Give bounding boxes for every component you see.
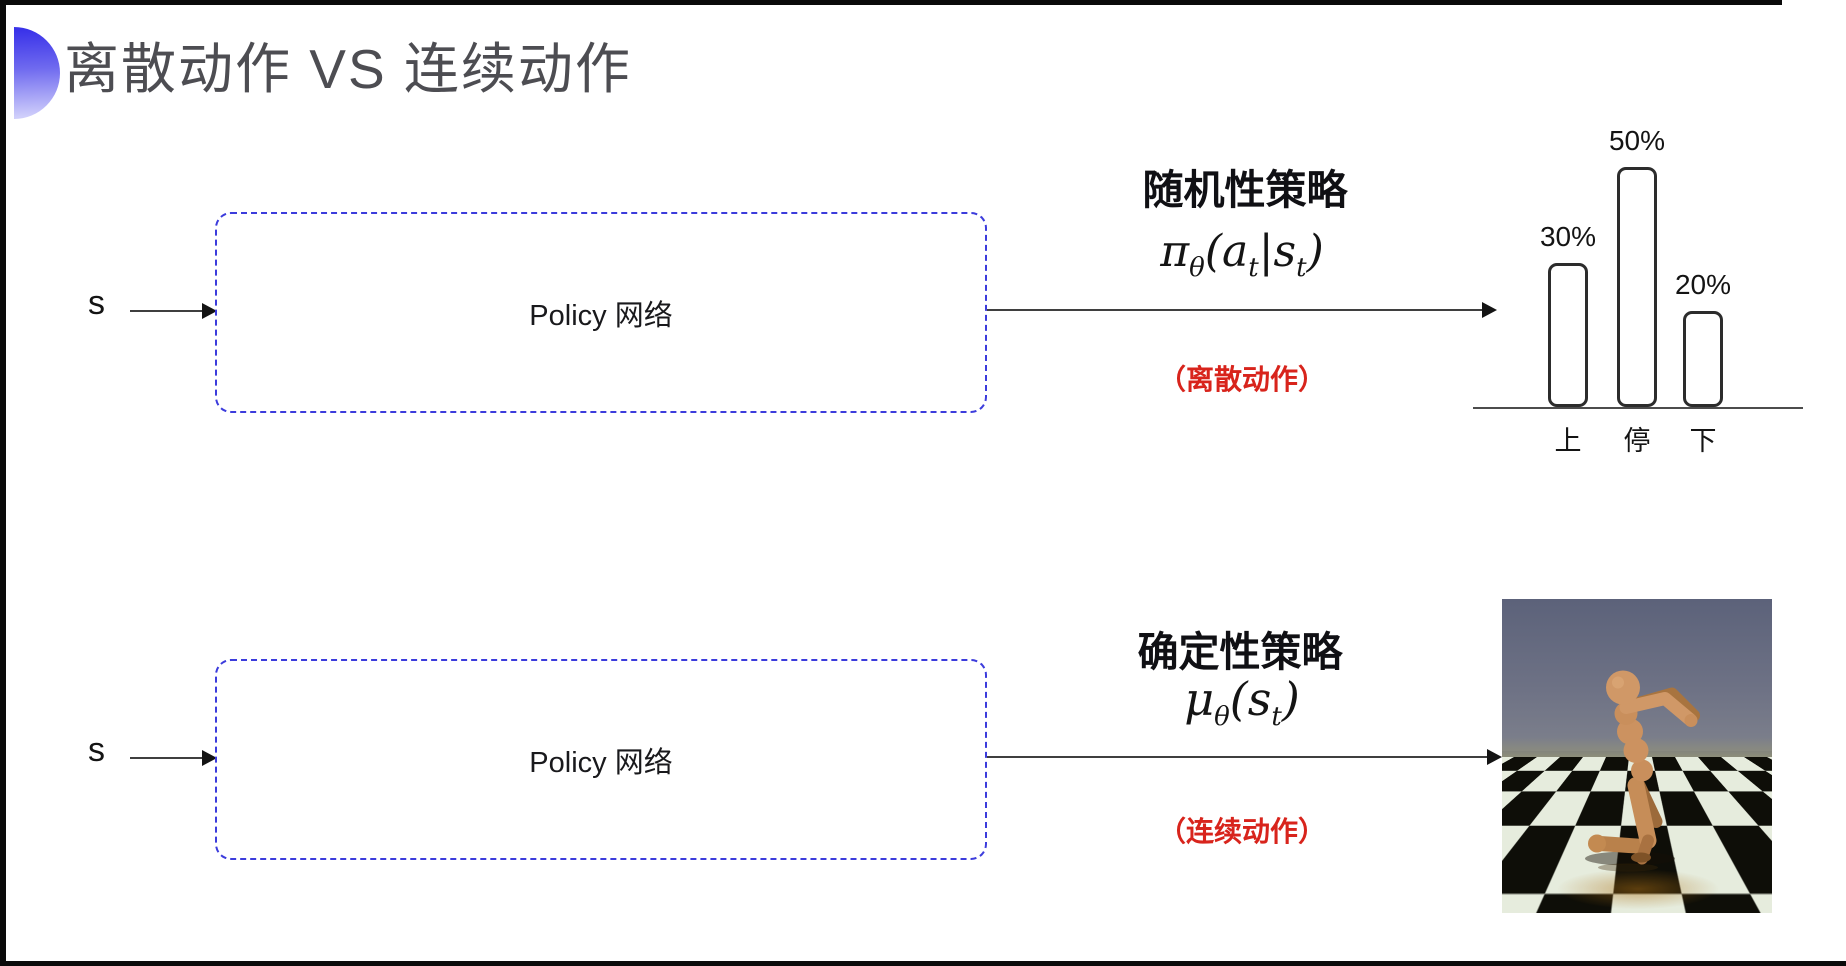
formula-arg2: s (1273, 226, 1297, 277)
input-arrow-line-top (130, 310, 206, 312)
formula-close-paren: ) (1281, 672, 1300, 726)
bar-category-label: 下 (1689, 426, 1717, 456)
bar-value-label: 50% (1608, 125, 1666, 156)
continuous-action-note: （连续动作） (1157, 816, 1327, 847)
frame-edge-top (0, 0, 1782, 5)
formula-arg1-sub: t (1271, 702, 1282, 733)
formula-open-paren: ( (1204, 226, 1223, 277)
bar-下 (1683, 311, 1723, 407)
bar-value-label: 30% (1539, 221, 1597, 252)
frame-edge-bottom (0, 961, 1846, 966)
input-arrowhead-bottom (202, 750, 217, 766)
formula-arg1-sub: t (1248, 252, 1259, 283)
formula-close-paren: ) (1306, 226, 1324, 277)
formula-arg2-sub: t (1296, 252, 1307, 283)
deterministic-policy-formula: μθ(st) (1184, 672, 1300, 732)
probability-bar-chart: 30% 上 50% 停 20% 下 (1473, 100, 1805, 456)
formula-arg1: a (1222, 226, 1249, 277)
formula-symbol-sub: θ (1189, 252, 1205, 283)
formula-symbol: μ (1184, 672, 1215, 726)
bar-value-label: 20% (1674, 269, 1732, 300)
stochastic-policy-title: 随机性策略 (1142, 167, 1348, 213)
policy-network-label-bottom: Policy 网络 (529, 746, 673, 779)
bar-停 (1617, 167, 1657, 407)
policy-network-box-top: Policy 网络 (215, 212, 987, 413)
formula-symbol-sub: θ (1214, 702, 1230, 733)
discrete-action-note: （离散动作） (1157, 364, 1327, 395)
formula-separator: | (1258, 226, 1274, 277)
frame-edge-left (0, 0, 6, 966)
chart-baseline (1473, 407, 1803, 409)
title-bullet-icon (14, 27, 60, 119)
bar-上 (1548, 263, 1588, 407)
floor-reflection (1550, 867, 1726, 911)
formula-arg1: s (1247, 672, 1272, 726)
output-arrow-line-bottom (987, 756, 1487, 758)
bar-category-label: 停 (1623, 426, 1651, 456)
deterministic-policy-title: 确定性策略 (1137, 629, 1343, 675)
output-arrow-line-top (987, 309, 1482, 311)
stochastic-policy-formula: πθ(at|st) (1160, 226, 1323, 283)
input-arrow-line-bottom (130, 757, 206, 759)
formula-symbol: π (1160, 226, 1190, 277)
input-arrowhead-top (202, 303, 217, 319)
output-arrowhead-bottom (1487, 749, 1502, 765)
humanoid-figure (1585, 670, 1700, 872)
policy-network-label-top: Policy 网络 (529, 299, 673, 332)
page-title: 离散动作 VS 连续动作 (64, 38, 632, 100)
state-input-label-bottom: s (88, 731, 105, 769)
output-arrowhead-top (1482, 302, 1497, 318)
policy-network-box-bottom: Policy 网络 (215, 659, 987, 860)
state-input-label-top: s (88, 284, 105, 322)
bar-category-label: 上 (1554, 426, 1582, 456)
formula-open-paren: ( (1229, 672, 1248, 726)
humanoid-photo (1502, 599, 1772, 913)
